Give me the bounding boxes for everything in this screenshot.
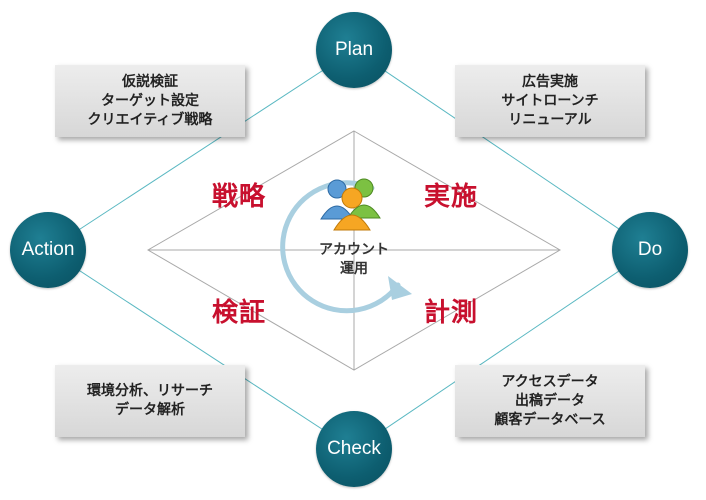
box-line: リニューアル (508, 111, 592, 128)
action-node: Action (10, 212, 86, 288)
center-label-line1: アカウント (319, 242, 389, 258)
outer-edge-bottom-left (47, 249, 355, 451)
box-line: データ解析 (115, 402, 185, 418)
plan-node: Plan (316, 12, 392, 88)
do-node: Do (612, 212, 688, 288)
box-line: ターゲット設定 (101, 92, 199, 109)
do-details-box: 広告実施 サイトローンチ リニューアル (455, 65, 645, 137)
check-details-box: アクセスデータ 出稿データ 顧客データベース (455, 365, 645, 437)
box-line: 顧客データベース (494, 411, 606, 428)
phase-implementation-label: 実施 (424, 182, 479, 212)
outer-edge-right-bottom (353, 249, 651, 451)
box-line: クリエイティブ戦略 (87, 111, 213, 128)
inner-diamond (147, 130, 561, 371)
do-label: Do (637, 239, 663, 260)
outer-diamond (47, 49, 651, 451)
phase-verification-label: 検証 (212, 298, 267, 328)
outer-edge-left-top (47, 49, 355, 251)
box-line: アクセスデータ (501, 373, 599, 390)
action-label: Action (21, 239, 75, 260)
phase-measurement-label: 計測 (424, 298, 479, 328)
box-line: 出稿データ (515, 392, 585, 409)
box-line: サイトローンチ (501, 92, 599, 109)
phase-strategy-label: 戦略 (212, 182, 267, 212)
box-line: 仮説検証 (122, 73, 178, 90)
cycle-arrowhead (388, 276, 412, 300)
check-node: Check (316, 411, 392, 487)
outer-edge-top-right (353, 49, 651, 251)
check-label: Check (327, 438, 381, 459)
center-label-line2: 運用 (340, 261, 368, 277)
users-icon (320, 178, 381, 231)
box-line: 環境分析、リサーチ (87, 383, 213, 399)
action-details-box: 環境分析、リサーチ データ解析 (55, 365, 245, 437)
box-line: 広告実施 (522, 73, 578, 90)
plan-details-box: 仮説検証 ターゲット設定 クリエイティブ戦略 (55, 65, 245, 137)
plan-label: Plan (334, 39, 374, 60)
